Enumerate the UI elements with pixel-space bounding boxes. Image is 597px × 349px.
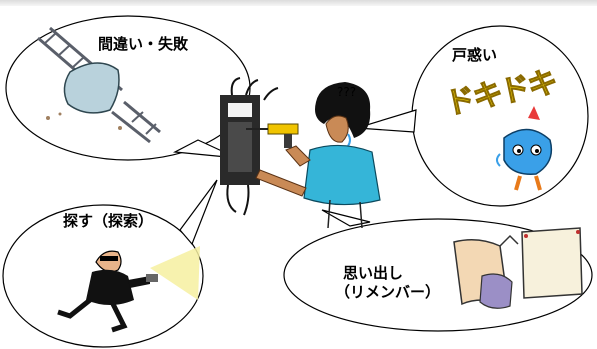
bubble-confused-tail — [356, 109, 417, 133]
window-top-bar — [0, 0, 597, 6]
bubble-recall-tail — [321, 209, 371, 227]
bubble-confused-label: 戸惑い — [452, 46, 498, 64]
bubble-search-tail — [179, 179, 218, 246]
bubble-recall-label-line2: （リメンバー） — [335, 283, 441, 301]
broken-ladder-icon — [37, 26, 161, 144]
bubble-search-label: 探す（探索） — [63, 212, 154, 230]
worker-with-drill-icon — [220, 77, 381, 229]
detective-with-flashlight-icon — [57, 246, 200, 333]
bubble-recall — [283, 218, 593, 332]
bubble-mistake-label: 間違い・失敗 — [98, 35, 189, 53]
bubble-confused — [411, 25, 589, 207]
nervous-mascot-icon — [496, 106, 553, 191]
worker-thought-text: ??? — [337, 85, 357, 99]
sign-reader-icon — [453, 227, 583, 309]
bubble-recall-label-line1: 思い出し — [343, 264, 404, 282]
